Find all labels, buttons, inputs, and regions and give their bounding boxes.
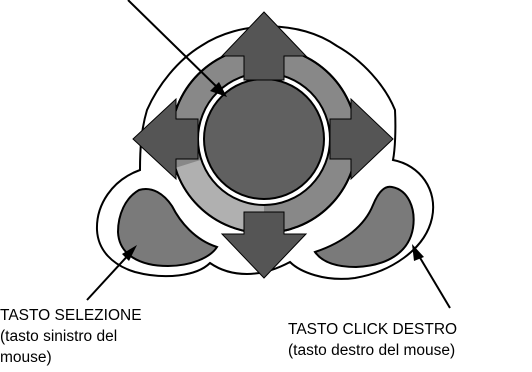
- select-button-left[interactable]: [116, 188, 219, 268]
- select-key-line2: (tasto sinistro del: [0, 328, 118, 345]
- pointer-lines: [86, 0, 451, 309]
- select-key-title: TASTO SELEZIONE: [0, 307, 142, 324]
- right-click-line2: (tasto destro del mouse): [288, 342, 456, 359]
- up-arrow-icon[interactable]: [220, 11, 308, 81]
- right-click-title: TASTO CLICK DESTRO: [288, 321, 458, 338]
- down-arrow-icon[interactable]: [220, 211, 308, 279]
- center-button[interactable]: [203, 78, 325, 200]
- select-key-line3: mouse): [0, 349, 52, 366]
- right-arrow-icon[interactable]: [329, 97, 394, 181]
- right-click-button[interactable]: [313, 185, 415, 269]
- right-click-caption: TASTO CLICK DESTRO (tasto destro del mou…: [288, 319, 457, 361]
- left-arrow-icon[interactable]: [132, 97, 199, 181]
- select-key-caption: TASTO SELEZIONE (tasto sinistro del mous…: [0, 305, 142, 368]
